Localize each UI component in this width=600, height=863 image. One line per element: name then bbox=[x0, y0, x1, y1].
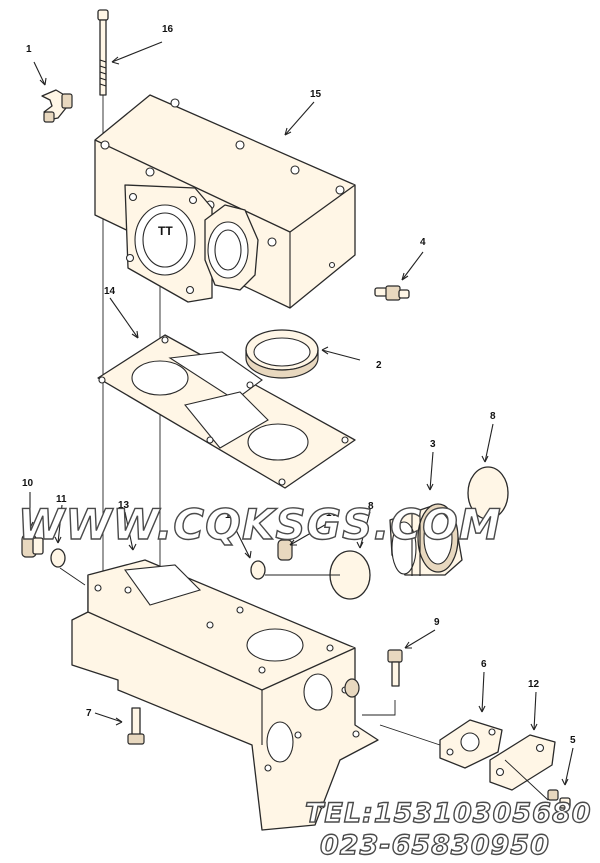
callout-8-upper: 8 bbox=[490, 411, 496, 422]
svg-text:TT: TT bbox=[158, 224, 173, 238]
callout-1: 1 bbox=[26, 44, 32, 55]
watermark-tel: TEL:15310305680 bbox=[304, 797, 592, 829]
watermark-phone: 023-65830950 bbox=[319, 829, 550, 861]
part-10-plug-right bbox=[277, 539, 293, 561]
part-10-plug-left bbox=[21, 534, 44, 558]
callout-10-left: 10 bbox=[22, 478, 34, 489]
part-8-o-ring-upper bbox=[467, 466, 509, 520]
callout-14: 14 bbox=[104, 286, 116, 297]
callout-11-right: 11 bbox=[225, 510, 236, 521]
assembly-path-right bbox=[362, 700, 549, 801]
part-15-upper-housing: TT bbox=[94, 94, 356, 309]
callout-12: 12 bbox=[528, 679, 540, 690]
callout-15: 15 bbox=[310, 89, 322, 100]
callout-5: 5 bbox=[570, 735, 576, 746]
part-13-lower-manifold bbox=[71, 559, 379, 831]
part-14-gasket bbox=[97, 334, 356, 489]
part-7-bolt bbox=[127, 707, 145, 745]
part-3-cylinder bbox=[389, 503, 463, 576]
part-6-gasket bbox=[439, 719, 503, 769]
part-16-bolt bbox=[97, 9, 109, 96]
callout-6: 6 bbox=[481, 659, 487, 670]
callout-3: 3 bbox=[430, 439, 436, 450]
callout-7: 7 bbox=[86, 708, 92, 719]
part-1-elbow-fitting bbox=[41, 89, 73, 123]
watermark-site: WWW.CQKSGS.COM bbox=[17, 499, 502, 549]
part-4-sensor bbox=[374, 285, 410, 301]
part-12-cover-plate bbox=[489, 734, 556, 791]
leader-lines bbox=[26, 41, 574, 786]
assembly-path-plugs bbox=[59, 567, 340, 586]
part-11-washer-right bbox=[250, 560, 266, 580]
callout-4: 4 bbox=[420, 237, 426, 248]
part-11-washer-left bbox=[50, 548, 66, 568]
callout-13: 13 bbox=[118, 500, 130, 511]
part-5-bolts bbox=[547, 789, 571, 809]
part-9-bolt bbox=[387, 649, 403, 687]
callout-11-left: 11 bbox=[56, 494, 67, 505]
callout-2: 2 bbox=[376, 360, 382, 371]
callout-10-right: 10 bbox=[326, 508, 338, 519]
callout-16: 16 bbox=[162, 24, 174, 35]
part-2-seal-ring bbox=[245, 329, 319, 379]
callout-9: 9 bbox=[434, 617, 440, 628]
callout-8-lower: 8 bbox=[368, 501, 374, 512]
